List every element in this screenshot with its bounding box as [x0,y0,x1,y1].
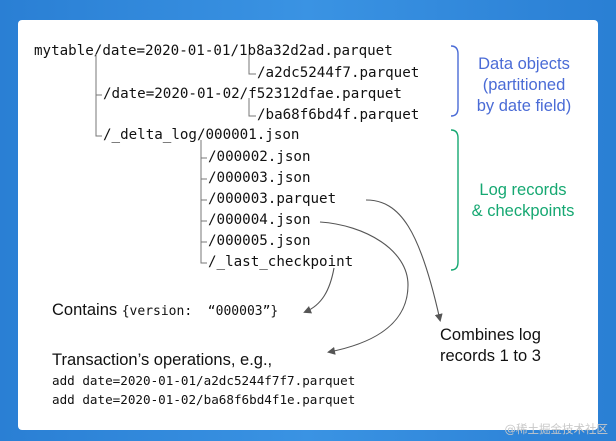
path-line-4: /ba68f6bd4f.parquet [257,107,420,123]
log-records-label: Log records & checkpoints [471,181,575,220]
path-line-6: /000002.json [208,149,311,165]
data-objects-label: Data objects (partitioned by date field) [476,55,572,115]
path-line-3: /date=2020-01-02/f52312dfae.parquet [103,86,402,102]
transaction-op-1: add date=2020-01-01/a2dc5244f7f7.parquet [52,373,356,388]
path-line-1: mytable/date=2020-01-01/1b8a32d2ad.parqu… [34,43,393,59]
path-line-8: /000003.parquet [208,191,337,207]
transaction-title: Transaction’s operations, e.g., [52,351,273,369]
path-line-7: /000003.json [208,170,311,186]
transaction-op-2: add date=2020-01-02/ba68f6bd4f1e.parquet [52,392,356,407]
diagram-card [18,20,598,430]
path-line-11: /_last_checkpoint [208,254,354,270]
contains-note: Contains {version: “000003”} [52,302,278,319]
path-line-2: /a2dc5244f7.parquet [257,65,420,81]
path-line-5: /_delta_log/000001.json [103,127,300,143]
path-line-9: /000004.json [208,212,311,228]
path-line-10: /000005.json [208,233,311,249]
contains-code: {version: “000003”} [121,304,279,319]
combines-note: Combines log records 1 to 3 [440,326,541,365]
contains-prefix: Contains [52,301,122,319]
watermark-text: @稀土掘金技术社区 [504,422,609,436]
